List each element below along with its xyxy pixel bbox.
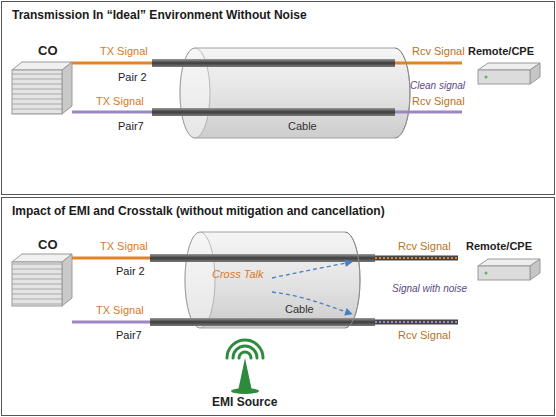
pair7-conductor <box>152 108 395 116</box>
signal-label: Signal with noise <box>392 283 467 295</box>
signal-label: Rcv Signal <box>412 95 465 108</box>
signal-label: TX Signal <box>100 45 148 58</box>
panel-title: Impact of EMI and Crosstalk (without mit… <box>2 198 554 224</box>
signal-label: TX Signal <box>96 304 144 317</box>
pair2-conductor <box>152 59 395 67</box>
signal-label: Cross Talk <box>212 268 264 281</box>
signal-label: Remote/CPE <box>468 45 534 58</box>
signal-label: Rcv Signal <box>398 240 451 253</box>
signal-label: Pair 2 <box>118 71 147 84</box>
noisy-wire <box>375 320 458 325</box>
emi-antenna <box>227 340 263 394</box>
noisy-wire <box>375 256 458 261</box>
signal-label: Remote/CPE <box>466 240 532 253</box>
signal-label: Rcv Signal <box>398 329 451 342</box>
cable-end <box>345 232 360 328</box>
signal-label: EMI Source <box>212 396 277 410</box>
signal-label: Pair7 <box>118 120 144 133</box>
cpe-device <box>478 63 540 84</box>
co-equipment <box>12 254 72 306</box>
signal-label: Rcv Signal <box>412 45 465 58</box>
signal-label: Cable <box>288 120 317 133</box>
pair2-conductor <box>150 254 375 262</box>
signal-label: CO <box>38 238 58 253</box>
signal-label: TX Signal <box>96 95 144 108</box>
crosstalk-arrow <box>272 262 352 278</box>
cable-end <box>395 48 410 138</box>
pair7-conductor <box>150 318 375 326</box>
signal-label: Pair 2 <box>116 265 145 278</box>
co-equipment <box>12 62 72 114</box>
signal-label: TX Signal <box>100 240 148 253</box>
signal-label: Clean signal <box>410 80 465 92</box>
signal-label: CO <box>38 44 58 59</box>
cable-cylinder <box>185 232 360 328</box>
noisy-wire <box>375 321 458 323</box>
panel: Transmission In “Ideal” Environment With… <box>1 1 555 195</box>
noisy-wire <box>375 257 458 259</box>
signal-label: Pair7 <box>116 329 142 342</box>
cpe-device <box>478 259 540 280</box>
panel-title: Transmission In “Ideal” Environment With… <box>2 2 554 28</box>
panel: Impact of EMI and Crosstalk (without mit… <box>1 197 555 416</box>
signal-label: Cable <box>285 303 314 316</box>
